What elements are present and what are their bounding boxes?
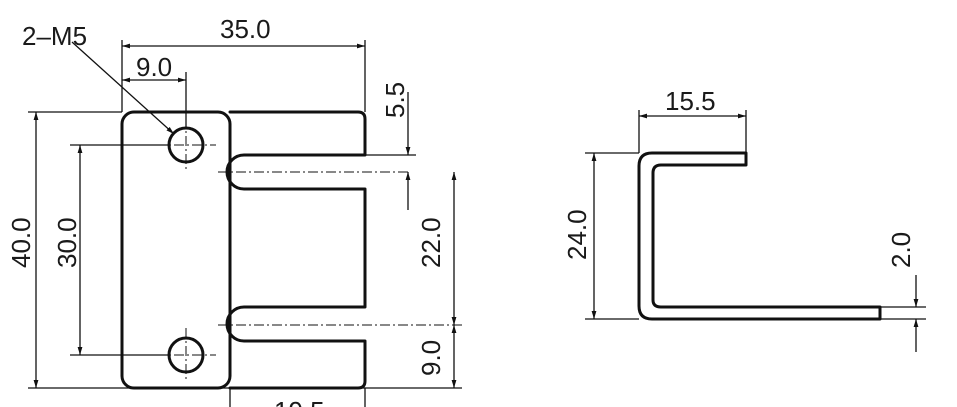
hole-spacing-label: 30.0 xyxy=(52,217,82,268)
callout-leader xyxy=(71,41,175,135)
top-slot-label: 5.5 xyxy=(380,82,410,118)
callout-label: 2–M5 xyxy=(22,21,87,51)
fork-outline xyxy=(225,110,367,390)
plate-outline xyxy=(120,110,232,390)
height-dimension-label: 40.0 xyxy=(6,217,36,268)
bottom-dimension-label: 19.5 xyxy=(274,396,325,407)
bent-profile-outline xyxy=(637,151,882,321)
top-width-label: 15.5 xyxy=(665,86,716,116)
slot-spacing-label: 22.0 xyxy=(416,217,446,268)
bottom-slot-label: 9.0 xyxy=(416,340,446,376)
width-dimension-label: 35.0 xyxy=(220,14,271,44)
side-height-label: 24.0 xyxy=(562,209,592,260)
side-view: 15.5 24.0 2.0 xyxy=(562,86,926,352)
front-view: 2–M5 35.0 9.0 5.5 40.0 30.0 22.0 9.0 19.… xyxy=(6,14,462,407)
hole-offset-label: 9.0 xyxy=(136,52,172,82)
thickness-label: 2.0 xyxy=(886,232,916,268)
